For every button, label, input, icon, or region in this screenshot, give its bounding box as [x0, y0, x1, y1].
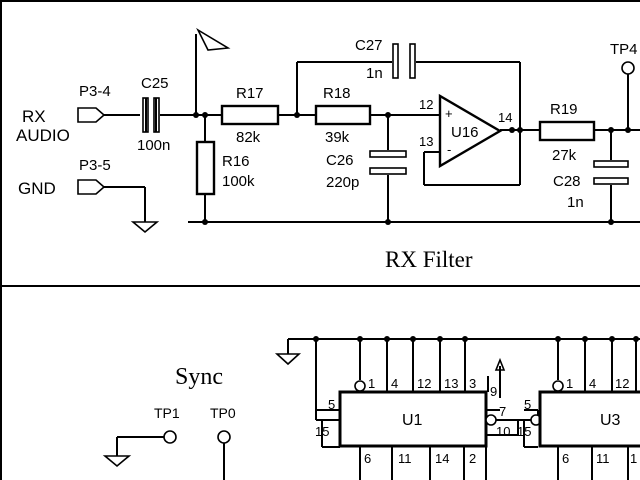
u1-pin7-bubble	[485, 414, 497, 426]
signal-flag-icon	[196, 27, 231, 51]
u16-pin-out: 14	[498, 110, 512, 125]
u1-pin-11: 11	[398, 451, 412, 466]
u16-plus-sign: +	[445, 106, 453, 121]
u3-pin-11: 11	[596, 451, 610, 466]
testpoint-tp0	[217, 430, 231, 444]
label-c28: C28	[553, 173, 581, 190]
u3-pin-1: 1	[566, 376, 573, 391]
u1-pin-15: 15	[315, 424, 329, 439]
value-r16: 100k	[222, 173, 255, 190]
label-c26: C26	[326, 152, 354, 169]
value-r19: 27k	[552, 147, 577, 164]
u1-pin-1: 1	[368, 376, 375, 391]
label-rx: RX	[22, 107, 46, 126]
resistor-r17	[220, 104, 280, 126]
u3-pin-6: 6	[562, 451, 569, 466]
connector-p3-5	[77, 179, 106, 195]
u3-pin-1b: 1	[630, 451, 637, 466]
u1-pin-4: 4	[391, 376, 398, 391]
value-r17: 82k	[236, 129, 261, 146]
u1-pin-10: 10	[496, 424, 510, 439]
u1-pin-7: 7	[499, 404, 506, 419]
u1-pin1-bubble	[354, 380, 366, 392]
rx-filter-section	[77, 27, 640, 234]
value-r18: 39k	[325, 129, 350, 146]
u3-pin-5: 5	[524, 397, 531, 412]
label-gnd: GND	[18, 179, 56, 198]
label-u1: U1	[402, 412, 423, 429]
label-p3-4: P3-4	[79, 83, 111, 100]
sync-section	[102, 336, 640, 480]
capacitor-c26	[369, 150, 407, 175]
u3-pin-12: 12	[615, 376, 629, 391]
label-u16: U16	[451, 124, 479, 141]
value-c27: 1n	[366, 65, 383, 82]
u3-pin-15: 15	[517, 424, 531, 439]
label-r17: R17	[236, 85, 264, 102]
testpoint-tp1	[163, 430, 177, 444]
value-c28: 1n	[567, 194, 584, 211]
label-tp1: TP1	[154, 405, 180, 421]
u3-pin1-bubble	[552, 380, 564, 392]
label-c27: C27	[355, 37, 383, 54]
u3-pin-4: 4	[589, 376, 596, 391]
chip-u3	[538, 390, 640, 448]
value-c25: 100n	[137, 137, 170, 154]
resistor-r16	[195, 140, 216, 196]
u1-pin-14: 14	[435, 451, 449, 466]
u16-pin-minus: 13	[419, 134, 433, 149]
resistor-r18	[314, 104, 372, 126]
title-sync: Sync	[175, 364, 223, 390]
label-p3-5: P3-5	[79, 157, 111, 174]
capacitor-c27	[392, 43, 416, 79]
label-tp0: TP0	[210, 405, 236, 421]
ground-icon	[102, 455, 132, 468]
opamp-u16	[438, 93, 503, 169]
label-r18: R18	[323, 85, 351, 102]
u16-pin-plus: 12	[419, 97, 433, 112]
u1-pin-6: 6	[364, 451, 371, 466]
u1-pin-3: 3	[469, 376, 476, 391]
capacitor-c25	[142, 97, 160, 133]
value-c26: 220p	[326, 174, 359, 191]
testpoint-tp4	[621, 61, 635, 75]
label-c25: C25	[141, 75, 169, 92]
resistor-r19	[538, 120, 596, 142]
connector-p3-4	[77, 107, 106, 123]
u1-pin-2: 2	[469, 451, 476, 466]
ground-icon	[130, 221, 160, 234]
capacitor-c28	[593, 160, 629, 185]
u1-pin-13: 13	[444, 376, 458, 391]
label-r16: R16	[222, 153, 250, 170]
u1-pin-5: 5	[328, 397, 335, 412]
label-r19: R19	[550, 101, 578, 118]
u1-pin-12: 12	[417, 376, 431, 391]
signal-arrow-up-icon	[494, 357, 506, 371]
label-tp4: TP4	[610, 41, 638, 58]
u16-minus-sign: -	[447, 142, 451, 157]
ground-icon	[274, 353, 302, 366]
label-audio: AUDIO	[16, 126, 70, 145]
label-u3: U3	[600, 412, 621, 429]
u1-pin-9: 9	[490, 384, 497, 399]
title-rx-filter: RX Filter	[385, 247, 473, 272]
